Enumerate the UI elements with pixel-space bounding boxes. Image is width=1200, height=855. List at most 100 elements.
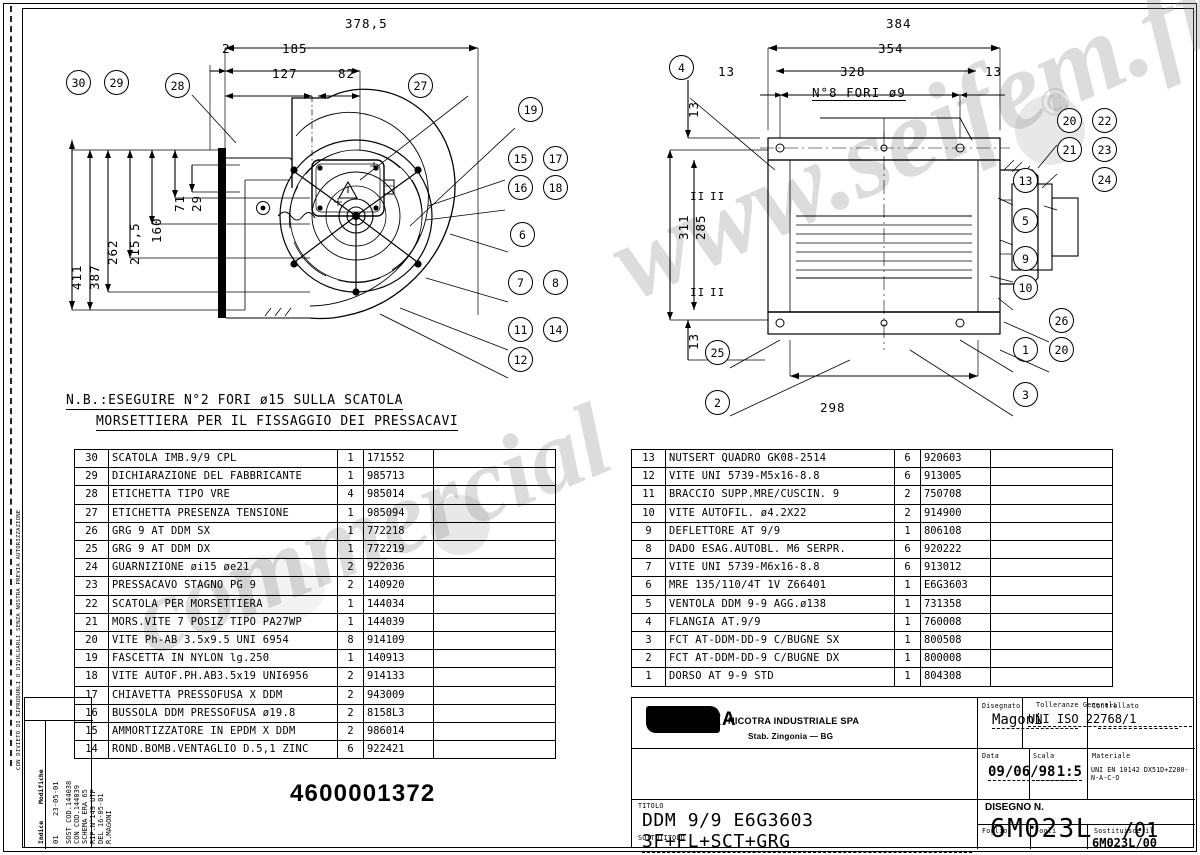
cell-code: 913012 (920, 558, 991, 578)
balloon-18[interactable]: 18 (543, 175, 568, 200)
cell-note (433, 740, 556, 760)
cell-qty: 1 (894, 667, 921, 687)
cell-pos: 23 (74, 576, 109, 596)
cell-pos: 22 (74, 594, 109, 614)
cell-note (433, 576, 556, 596)
revision-mod-header: Modifiche (37, 769, 45, 804)
cell-code: 140920 (363, 576, 434, 596)
balloon-15[interactable]: 15 (508, 146, 533, 171)
balloon-19[interactable]: 19 (518, 97, 543, 122)
cell-code: 800508 (920, 631, 991, 651)
balloon-26[interactable]: 26 (1049, 308, 1074, 333)
balloon-25[interactable]: 25 (705, 340, 730, 365)
cell-desc: SCATOLA PER MORSETTIERA (108, 594, 338, 614)
cell-desc: VITE UNI 5739-M6x16-8.8 (665, 558, 895, 578)
cell-note (990, 485, 1113, 505)
cell-code: 943009 (363, 685, 434, 705)
balloon-9[interactable]: 9 (1013, 246, 1038, 271)
part-number: 4600001372 (290, 780, 436, 807)
cell-qty: 1 (894, 612, 921, 633)
cell-note (990, 576, 1113, 596)
balloon-28[interactable]: 28 (165, 73, 190, 98)
cell-code: 760008 (920, 612, 991, 633)
sheets-label: Fogli (1035, 827, 1057, 835)
balloon-4[interactable]: 4 (669, 55, 694, 80)
cell-code: 140913 (363, 649, 434, 669)
cell-qty: 2 (337, 703, 364, 724)
balloon-8[interactable]: 8 (543, 270, 568, 295)
cell-desc: FASCETTA IN NYLON lg.250 (108, 649, 338, 669)
cell-note (990, 521, 1113, 542)
cell-pos: 26 (74, 521, 109, 542)
balloon-3[interactable]: 3 (1013, 382, 1038, 407)
cell-code: 922421 (363, 740, 434, 760)
cell-code: 922036 (363, 558, 434, 578)
cell-qty: 1 (337, 612, 364, 633)
balloon-2[interactable]: 2 (705, 390, 730, 415)
cell-note (433, 503, 556, 523)
balloon-13[interactable]: 13 (1013, 168, 1038, 193)
cell-qty: 8 (337, 631, 364, 651)
cell-desc: BUSSOLA DDM PRESSOFUSA ø19.8 (108, 703, 338, 724)
cell-qty: 2 (894, 485, 921, 505)
balloon-23[interactable]: 23 (1092, 137, 1117, 162)
balloon-5[interactable]: 5 (1013, 208, 1038, 233)
balloon-12[interactable]: 12 (508, 347, 533, 372)
balloon-22[interactable]: 22 (1092, 108, 1117, 133)
cell-code: 920222 (920, 540, 991, 560)
balloon-24[interactable]: 24 (1092, 167, 1117, 192)
cell-qty: 1 (337, 467, 364, 487)
drawing-no-value: 6M023L (990, 814, 1093, 844)
dim-298: 298 (820, 400, 846, 415)
cell-desc: VITE Ph-AB 3.5x9.5 UNI 6954 (108, 631, 338, 651)
cell-code: 914133 (363, 667, 434, 687)
cell-note (433, 594, 556, 614)
revision-mod-2: CON COD.144039 (73, 784, 81, 844)
balloon-16[interactable]: 16 (508, 175, 533, 200)
balloon-11[interactable]: 11 (508, 317, 533, 342)
balloon-6[interactable]: 6 (510, 222, 535, 247)
cell-code: 985094 (363, 503, 434, 523)
cell-qty: 2 (337, 576, 364, 596)
balloon-20a[interactable]: 20 (1057, 108, 1082, 133)
revision-mod-4: RIF.N°149 UTP (89, 789, 97, 844)
cell-desc: SCATOLA IMB.9/9 CPL (108, 448, 338, 469)
balloon-10[interactable]: 10 (1013, 275, 1038, 300)
balloon-14[interactable]: 14 (543, 317, 568, 342)
cell-qty: 6 (337, 740, 364, 760)
cell-qty: 1 (337, 521, 364, 542)
hole-note: N°8 FORI ø9 (812, 85, 906, 101)
balloon-29[interactable]: 29 (104, 70, 129, 95)
cell-code: 986014 (363, 722, 434, 742)
cell-qty: 6 (894, 448, 921, 469)
balloon-30[interactable]: 30 (66, 70, 91, 95)
revision-mod-6: R.MAGONI (105, 810, 113, 844)
tolerance-value: UNI ISO 22768/1 (1028, 712, 1192, 727)
cell-code: 985014 (363, 485, 434, 505)
cell-note (433, 467, 556, 487)
cell-code: E6G3603 (920, 576, 991, 596)
replaces-label: Sostituisce il (1094, 827, 1154, 835)
balloon-21[interactable]: 21 (1057, 137, 1082, 162)
cell-pos: 3 (631, 631, 666, 651)
balloon-17[interactable]: 17 (543, 146, 568, 171)
cell-note (433, 649, 556, 669)
balloon-20b[interactable]: 20 (1049, 337, 1074, 362)
balloon-7[interactable]: 7 (508, 270, 533, 295)
balloon-27[interactable]: 27 (408, 73, 433, 98)
cell-code: 985713 (363, 467, 434, 487)
cell-pos: 9 (631, 521, 666, 542)
cell-note (990, 540, 1113, 560)
dim-384: 384 (886, 16, 912, 31)
cell-qty: 1 (894, 576, 921, 596)
